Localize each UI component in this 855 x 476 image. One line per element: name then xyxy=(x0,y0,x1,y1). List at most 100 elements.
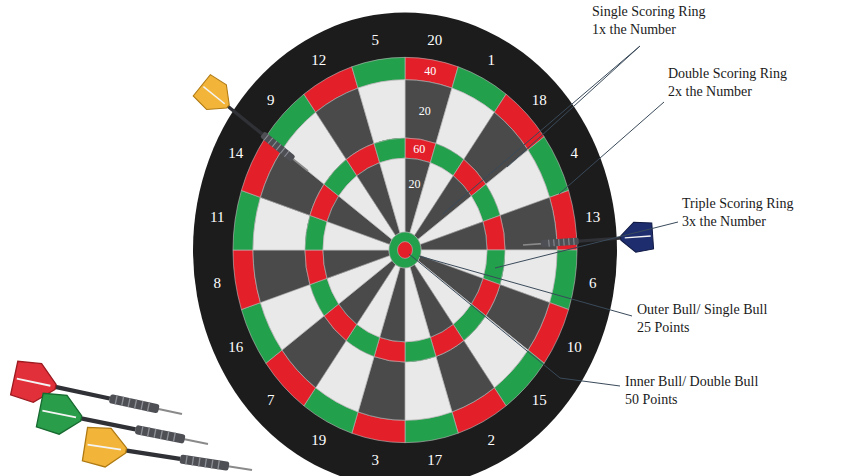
sector-number: 6 xyxy=(589,276,597,291)
score-value: 20 xyxy=(419,105,431,117)
dart-grip xyxy=(558,239,559,246)
dart-grip xyxy=(128,398,130,407)
dart-grip xyxy=(276,144,281,150)
callout-label: Single Scoring Ring xyxy=(592,4,706,20)
leader-line xyxy=(419,256,632,316)
dart-grip xyxy=(563,239,564,246)
outer-bull xyxy=(389,232,421,268)
dart-grip xyxy=(199,457,200,466)
dart-flight xyxy=(192,73,238,119)
dart xyxy=(522,221,654,260)
dart-grip xyxy=(548,240,549,247)
dart-grip xyxy=(268,138,273,144)
dart-grip xyxy=(264,135,269,141)
sector-number: 14 xyxy=(228,146,243,161)
dart-grip xyxy=(148,427,150,436)
sector-number: 18 xyxy=(532,92,547,107)
callout-label: Triple Scoring Ring xyxy=(682,196,794,212)
dart-point xyxy=(292,158,308,171)
dart-flight xyxy=(620,221,654,253)
dart-shaft xyxy=(225,104,263,136)
sector-number: 19 xyxy=(311,432,326,447)
dart xyxy=(10,359,186,434)
dart-barrel xyxy=(109,394,160,414)
dart-grip xyxy=(167,431,169,440)
callout-label: 2x the Number xyxy=(668,84,752,100)
dart-point xyxy=(156,408,182,414)
sector-number: 3 xyxy=(372,453,380,468)
dart-barrel xyxy=(135,425,186,444)
leader-line xyxy=(409,254,620,386)
sector-number: 16 xyxy=(228,339,243,354)
sector-number: 11 xyxy=(210,209,224,224)
dart-flight xyxy=(82,425,129,470)
sector-number: 12 xyxy=(311,53,326,68)
callout-label: Inner Bull/ Double Bull xyxy=(625,374,758,390)
dart-barrel xyxy=(541,238,579,248)
sector-number: 13 xyxy=(585,209,600,224)
sector-number: 15 xyxy=(532,393,547,408)
dart-grip xyxy=(284,151,289,157)
dart-grip xyxy=(154,429,156,438)
number-ring xyxy=(193,13,617,476)
dart-point xyxy=(523,244,543,245)
single-segment xyxy=(420,222,487,250)
callout-label: 25 Points xyxy=(637,320,690,336)
flight-stripe xyxy=(17,379,51,386)
flight-stripe xyxy=(42,411,76,418)
dart-point xyxy=(182,439,208,444)
callout-label: 3x the Number xyxy=(682,214,766,230)
flight-stripe xyxy=(88,445,121,450)
sector-number: 9 xyxy=(267,92,275,107)
sector-number: 5 xyxy=(372,32,380,47)
leader-line xyxy=(559,102,664,194)
single-segment xyxy=(358,80,405,144)
sector-number: 8 xyxy=(214,276,222,291)
single-segment xyxy=(405,357,452,421)
callout-label: 1x the Number xyxy=(592,22,676,38)
sector-number: 1 xyxy=(488,53,496,68)
score-value: 60 xyxy=(413,143,425,155)
sector-number: 17 xyxy=(427,453,442,468)
leader-line xyxy=(495,222,678,268)
sector-number: 7 xyxy=(267,393,275,408)
score-value: 20 xyxy=(408,178,420,190)
dart-grip xyxy=(173,433,175,442)
callout-label: 50 Points xyxy=(625,392,678,408)
dart-grip xyxy=(272,141,277,147)
dart-grip xyxy=(205,458,206,467)
dart-barrel xyxy=(260,131,296,162)
dartboard xyxy=(193,13,617,476)
leader-line xyxy=(443,46,640,214)
dart-flight xyxy=(36,391,85,438)
dart-grip xyxy=(568,238,569,245)
dart-grip xyxy=(115,395,117,404)
dart-grip xyxy=(141,401,143,410)
dart-grip xyxy=(147,402,149,411)
score-value: 40 xyxy=(424,65,436,77)
single-segment xyxy=(323,250,390,278)
dart-grip xyxy=(218,460,219,469)
dart-grip xyxy=(135,400,137,409)
dart-barrel xyxy=(179,454,229,471)
inner-bull xyxy=(398,242,413,259)
dart-grip xyxy=(122,397,124,406)
dart xyxy=(192,73,318,183)
flight-stripe xyxy=(203,87,224,104)
dart xyxy=(82,425,255,476)
flight-stripe xyxy=(625,236,651,238)
leader-line xyxy=(507,46,640,167)
sector-number: 4 xyxy=(571,146,579,161)
sector-number: 10 xyxy=(567,339,582,354)
callout-label: Outer Bull/ Single Bull xyxy=(637,302,767,318)
single-segment xyxy=(500,197,557,250)
dart-grip xyxy=(553,239,554,246)
dart-grip xyxy=(161,430,163,439)
single-segment xyxy=(380,158,405,233)
single-segment xyxy=(253,250,310,303)
single-segment xyxy=(405,267,430,342)
dart-grip xyxy=(573,238,574,245)
dart-shaft xyxy=(123,448,180,461)
sector-number: 2 xyxy=(488,432,496,447)
